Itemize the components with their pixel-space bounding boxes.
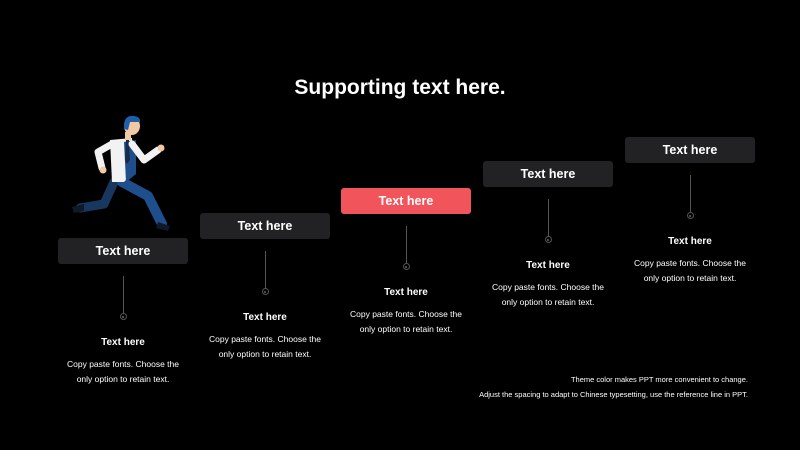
step-4-label: Text here — [483, 161, 613, 187]
node-dot-icon — [261, 288, 269, 295]
step-1: Text here Text here Copy paste fonts. Ch… — [58, 238, 188, 387]
step-1-description: Copy paste fonts. Choose the only option… — [58, 357, 188, 387]
step-1-description-line-2: only option to retain text. — [76, 374, 170, 384]
step-3-heading: Text here — [384, 287, 428, 298]
step-1-heading: Text here — [101, 337, 145, 348]
node-dot-icon — [544, 236, 552, 243]
slide-title: Supporting text here. — [294, 76, 506, 99]
step-5-description: Copy paste fonts. Choose the only option… — [625, 256, 755, 286]
step-2-description-line-1: Copy paste fonts. Choose the — [209, 334, 321, 344]
running-businessman-icon — [72, 115, 170, 231]
step-4-description: Copy paste fonts. Choose the only option… — [483, 280, 613, 310]
connector-line — [689, 175, 691, 212]
step-1-description-line-1: Copy paste fonts. Choose the — [67, 359, 179, 369]
step-5-heading: Text here — [668, 236, 712, 247]
connector-line — [264, 251, 266, 288]
step-2-description: Copy paste fonts. Choose the only option… — [200, 332, 330, 362]
step-3-label: Text here — [341, 188, 471, 214]
footnote-line-2: Adjust the spacing to adapt to Chinese t… — [479, 390, 748, 399]
step-4: Text here Text here Copy paste fonts. Ch… — [483, 161, 613, 310]
step-2: Text here Text here Copy paste fonts. Ch… — [200, 213, 330, 362]
step-5: Text here Text here Copy paste fonts. Ch… — [625, 137, 755, 286]
step-1-label: Text here — [58, 238, 188, 264]
step-3-description-line-1: Copy paste fonts. Choose the — [350, 309, 462, 319]
step-3: Text here Text here Copy paste fonts. Ch… — [341, 188, 471, 337]
step-3-description-line-2: only option to retain text. — [359, 324, 453, 334]
node-dot-icon — [402, 263, 410, 270]
step-4-description-line-1: Copy paste fonts. Choose the — [492, 282, 604, 292]
footnote: Theme color makes PPT more convenient to… — [479, 372, 748, 402]
node-dot-icon — [686, 212, 694, 219]
step-4-description-line-2: only option to retain text. — [501, 297, 595, 307]
step-5-label: Text here — [625, 137, 755, 163]
step-5-description-line-1: Copy paste fonts. Choose the — [634, 258, 746, 268]
step-2-heading: Text here — [243, 312, 287, 323]
connector-line — [405, 226, 407, 263]
footnote-line-1: Theme color makes PPT more convenient to… — [570, 375, 748, 384]
step-2-description-line-2: only option to retain text. — [218, 349, 312, 359]
step-3-description: Copy paste fonts. Choose the only option… — [341, 307, 471, 337]
step-2-label: Text here — [200, 213, 330, 239]
node-dot-icon — [119, 313, 127, 320]
step-5-description-line-2: only option to retain text. — [643, 273, 737, 283]
connector-line — [122, 276, 124, 313]
connector-line — [547, 199, 549, 236]
step-4-heading: Text here — [526, 260, 570, 271]
